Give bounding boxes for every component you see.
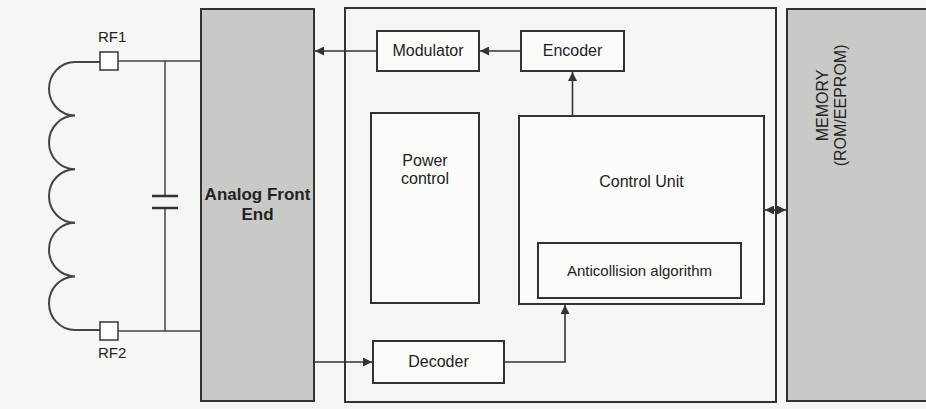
node-label: Anticollision algorithm xyxy=(565,262,715,279)
pin-label: RF2 xyxy=(98,344,126,361)
power-control-box: Power control xyxy=(370,112,480,304)
node-label: MEMORY (ROM/EEPROM) xyxy=(814,40,851,170)
rf-pad xyxy=(100,322,118,340)
node-label: Decoder xyxy=(374,353,503,371)
front-end-block: Analog Front End xyxy=(200,8,315,402)
signal-arrow xyxy=(480,50,520,52)
encoder-box: Encoder xyxy=(520,30,625,72)
node-label: Modulator xyxy=(378,42,478,60)
modulator-box: Modulator xyxy=(376,30,480,72)
chip-outline xyxy=(345,8,776,402)
node-label: Power control xyxy=(385,152,465,189)
signal-arrow xyxy=(505,305,565,362)
memory-block: MEMORY (ROM/EEPROM) xyxy=(786,8,926,402)
control-unit-box: Control UnitAnticollision algorithm xyxy=(518,115,765,305)
rf-pad xyxy=(100,52,118,70)
signal-arrow xyxy=(765,209,786,211)
decoder-box: Decoder xyxy=(372,340,505,384)
signal-arrow xyxy=(315,50,376,52)
node-label: Encoder xyxy=(522,42,623,60)
coil-antenna xyxy=(49,62,100,330)
node-label: Analog Front End xyxy=(202,185,313,224)
capacitor-symbol xyxy=(152,196,178,208)
anticollision-box: Anticollision algorithm xyxy=(537,242,742,299)
signal-arrow xyxy=(315,361,372,363)
wire xyxy=(118,61,200,331)
signal-arrow xyxy=(572,72,574,115)
node-label: Control Unit xyxy=(520,173,763,191)
pin-label: RF1 xyxy=(98,28,126,45)
